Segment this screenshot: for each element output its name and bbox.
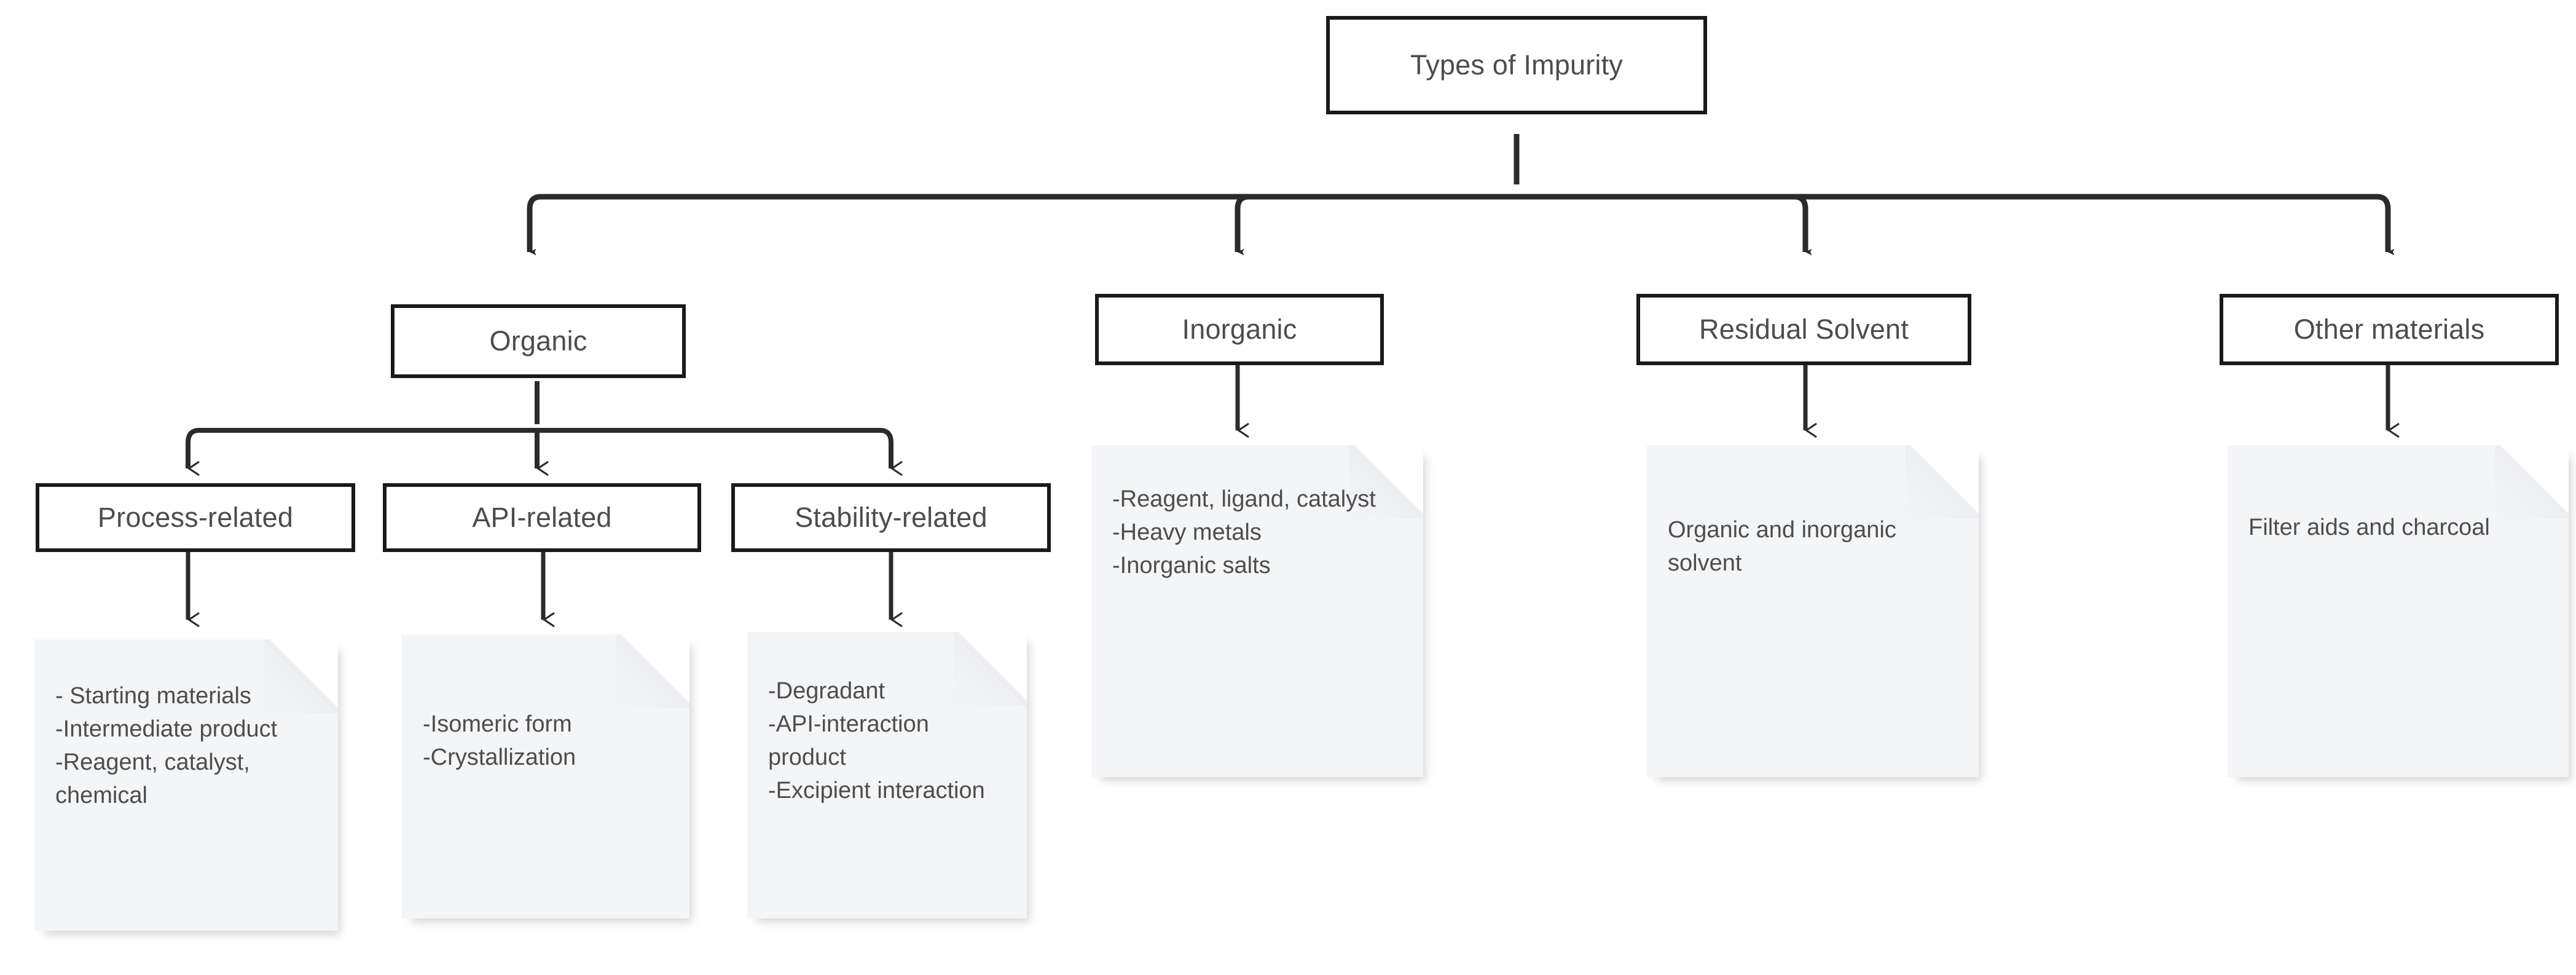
- node-types-of-impurity[interactable]: Types of Impurity: [1326, 16, 1707, 114]
- edge-root-to-residual-solvent: [1517, 194, 1812, 256]
- node-label-residual-solvent: Residual Solvent: [1699, 314, 1909, 345]
- note-inorganic[interactable]: -Reagent, ligand, catalyst -Heavy metals…: [1091, 445, 1423, 777]
- node-process-related[interactable]: Process-related: [36, 483, 355, 552]
- note-text-api-related: -Isomeric form -Crystallization: [423, 711, 576, 770]
- node-label-other-materials: Other materials: [2293, 314, 2485, 345]
- note-process-related[interactable]: - Starting materials -Intermediate produ…: [34, 639, 338, 931]
- edge-organic-to-stability-related: [537, 428, 903, 476]
- node-stability-related[interactable]: Stability-related: [731, 483, 1051, 552]
- edge-root-to-organic: [527, 194, 1517, 256]
- node-organic[interactable]: Organic: [391, 304, 686, 378]
- edge-root-to-inorganic: [1235, 194, 1517, 256]
- note-text-process-related: - Starting materials -Intermediate produ…: [55, 683, 278, 808]
- node-label-root: Types of Impurity: [1410, 49, 1624, 81]
- node-other-materials[interactable]: Other materials: [2220, 294, 2559, 365]
- node-label-stability-related: Stability-related: [795, 502, 988, 534]
- node-label-process-related: Process-related: [97, 502, 294, 534]
- note-text-stability-related: -Degradant -API-interaction product -Exc…: [768, 678, 985, 803]
- note-text-inorganic: -Reagent, ligand, catalyst -Heavy metals…: [1112, 486, 1376, 578]
- note-api-related[interactable]: -Isomeric form -Crystallization: [402, 634, 689, 918]
- node-residual-solvent[interactable]: Residual Solvent: [1636, 294, 1971, 365]
- note-text-other-materials: Filter aids and charcoal: [2248, 515, 2490, 540]
- node-inorganic[interactable]: Inorganic: [1095, 294, 1384, 365]
- note-text-residual-solvent: Organic and inorganic solvent: [1668, 517, 1896, 576]
- note-stability-related[interactable]: -Degradant -API-interaction product -Exc…: [747, 632, 1027, 918]
- node-label-organic: Organic: [489, 325, 587, 357]
- note-residual-solvent[interactable]: Organic and inorganic solvent: [1647, 445, 1979, 777]
- node-api-related[interactable]: API-related: [383, 483, 701, 552]
- edge-organic-to-process-related: [186, 428, 537, 476]
- node-label-api-related: API-related: [472, 502, 612, 534]
- node-label-inorganic: Inorganic: [1182, 314, 1297, 345]
- edge-root-to-other-materials: [1517, 194, 2395, 256]
- note-other-materials[interactable]: Filter aids and charcoal: [2228, 445, 2569, 777]
